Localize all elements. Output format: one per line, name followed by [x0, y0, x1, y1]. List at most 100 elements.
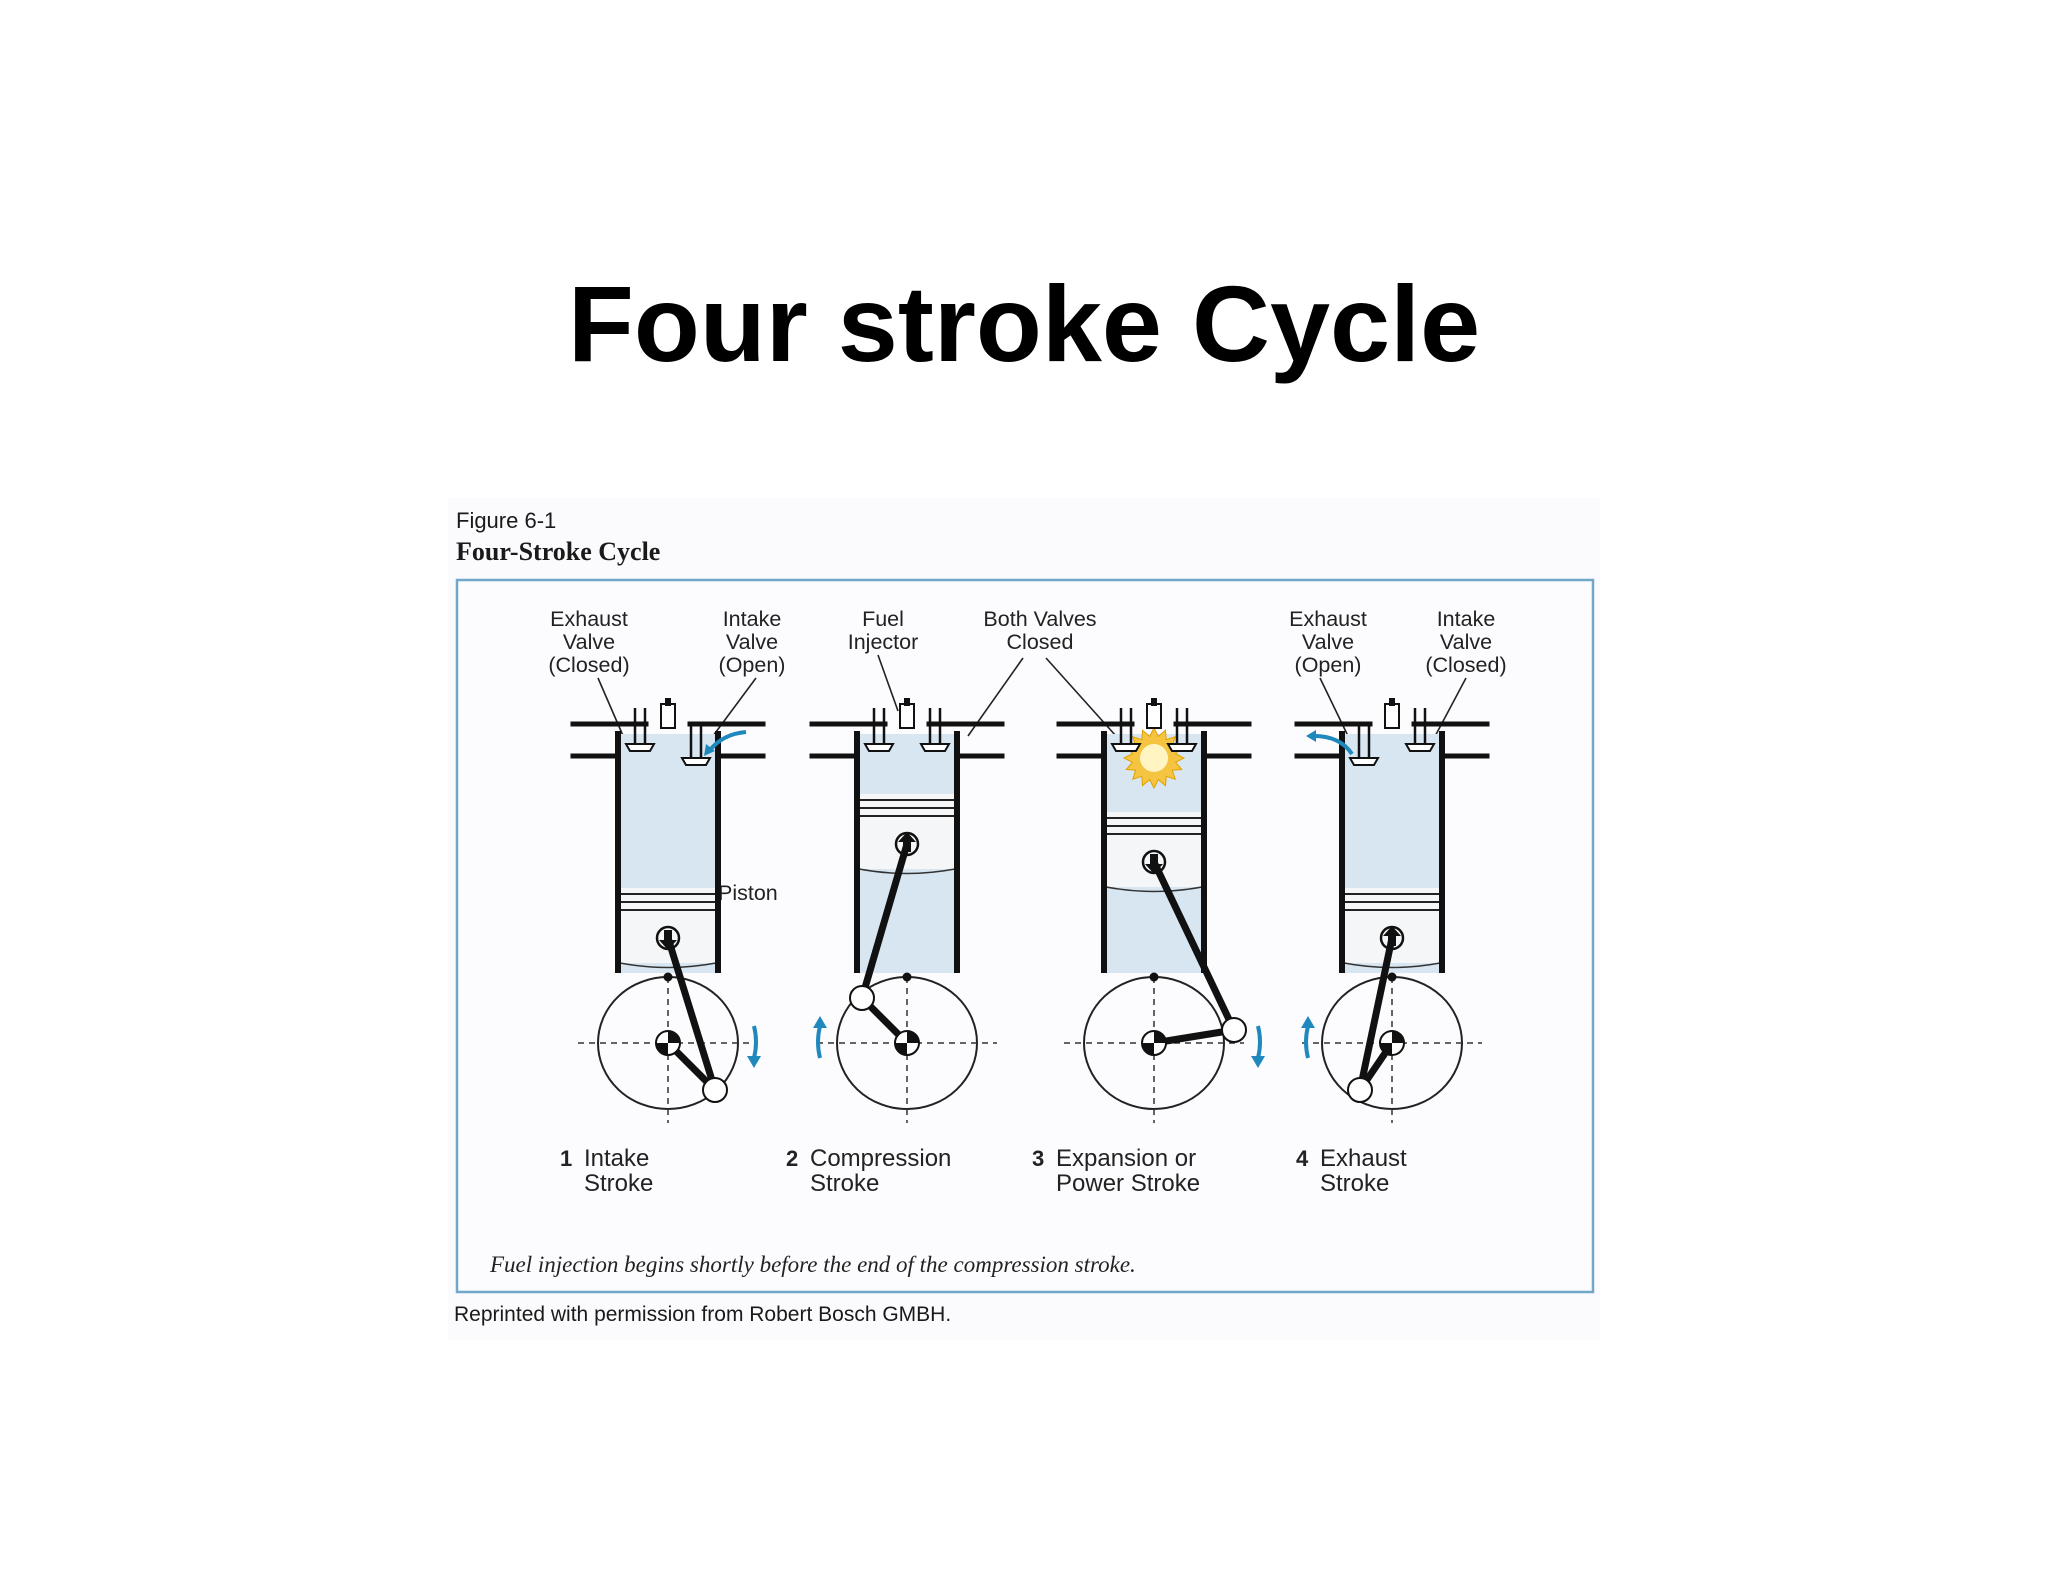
stroke-label-line: Intake — [584, 1145, 649, 1172]
callout-piston: Piston — [718, 881, 778, 905]
crank-pin — [702, 1077, 728, 1103]
stroke-number: 2 — [786, 1146, 798, 1171]
callout-line: Intake — [1437, 607, 1496, 631]
exhaust-flow-arrowhead-icon — [1306, 730, 1316, 742]
engine-2 — [809, 698, 1005, 1123]
intake-valve — [1166, 743, 1198, 752]
callout-fuel-injector: Fuel Injector — [848, 607, 919, 654]
figure-credit: Reprinted with permission from Robert Bo… — [454, 1303, 951, 1326]
intake-flow-arrowhead-icon — [704, 744, 715, 756]
callout-line: Valve — [563, 630, 615, 654]
stroke-label-line: Stroke — [584, 1170, 653, 1197]
hub-quadrant — [656, 1043, 668, 1055]
crank-pin — [1347, 1077, 1373, 1103]
callout-line: Exhaust — [550, 607, 628, 631]
slide-title: Four stroke Cycle — [567, 263, 1481, 384]
exhaust-valve — [1110, 743, 1142, 752]
crank-pin — [849, 985, 875, 1011]
piston-skirt — [858, 868, 956, 875]
intake-flow-arrow-icon — [708, 730, 747, 752]
piston-skirt — [619, 962, 717, 969]
callout-intake-valve-closed: Intake Valve (Closed) — [1425, 607, 1506, 677]
rotation-arrow-up-icon — [1304, 1025, 1310, 1059]
figure-caption: Fuel injection begins shortly before the… — [489, 1252, 1136, 1277]
crank-pin — [1221, 1017, 1247, 1043]
rotation-arrow-down-icon — [1256, 1025, 1262, 1059]
crankshaft-hub — [1379, 1030, 1405, 1056]
callout-line: Injector — [848, 630, 919, 654]
callout-line: Intake — [723, 607, 782, 631]
callout-line: Valve — [1302, 630, 1354, 654]
fuel-injector — [899, 703, 915, 729]
stroke-label-line: Compression — [810, 1145, 951, 1172]
rotation-arrowhead-icon — [747, 1056, 761, 1068]
stroke-number: 3 — [1032, 1146, 1044, 1171]
engine-4 — [1294, 698, 1490, 1123]
callout-line: Valve — [1440, 630, 1492, 654]
callout-exhaust-valve-closed: Exhaust Valve (Closed) — [548, 607, 629, 677]
stroke-label-line: Stroke — [1320, 1170, 1389, 1197]
injector-tip — [904, 698, 910, 706]
tdc-marker — [663, 972, 673, 982]
engine-cylinders — [570, 698, 1490, 1123]
callout-line: Fuel — [862, 607, 904, 631]
injector-tip — [1151, 698, 1157, 706]
tdc-marker — [1387, 972, 1397, 982]
stroke-number: 1 — [560, 1146, 572, 1171]
crankshaft-hub — [655, 1030, 681, 1056]
connecting-rod — [1150, 858, 1238, 1034]
callout-line: Valve — [726, 630, 778, 654]
stroke-label-line: Power Stroke — [1056, 1170, 1200, 1197]
connecting-rod — [1356, 934, 1396, 1094]
crankshaft-hub — [894, 1030, 920, 1056]
exhaust-valve — [863, 743, 895, 752]
stroke-number: 4 — [1296, 1146, 1309, 1171]
stroke-label-line: Stroke — [810, 1170, 879, 1197]
callout-both-valves-closed: Both Valves Closed — [983, 607, 1096, 654]
piston-skirt — [1343, 962, 1441, 969]
stroke-label-4: 4 Exhaust Stroke — [1296, 1145, 1407, 1197]
callout-exhaust-valve-open: Exhaust Valve (Open) — [1289, 607, 1367, 677]
rotation-arrow-up-icon — [816, 1025, 822, 1059]
callout-line: (Closed) — [1425, 653, 1506, 677]
callout-line: Exhaust — [1289, 607, 1367, 631]
callout-line: (Open) — [719, 653, 786, 677]
hub-quadrant — [1392, 1031, 1404, 1043]
piston-skirt — [1105, 886, 1203, 893]
tdc-marker — [902, 972, 912, 982]
combustion-core — [1140, 744, 1168, 772]
fuel-injector — [660, 703, 676, 729]
callout-line: (Closed) — [548, 653, 629, 677]
rotation-arrowhead-icon — [1301, 1016, 1315, 1028]
hub-quadrant — [1154, 1031, 1166, 1043]
engine-figure: Figure 6-1 Four-Stroke Cycle Exhaust Val… — [448, 498, 1600, 1340]
piston — [1106, 812, 1202, 887]
callout-line: (Open) — [1295, 653, 1362, 677]
stroke-label-3: 3 Expansion or Power Stroke — [1032, 1145, 1200, 1197]
engine-3 — [1056, 698, 1265, 1123]
hub-quadrant — [907, 1031, 919, 1043]
connecting-rod — [664, 934, 719, 1094]
figure-number: Figure 6-1 — [456, 508, 556, 533]
stroke-label-line: Exhaust — [1320, 1145, 1407, 1172]
crankshaft-hub — [1141, 1030, 1167, 1056]
exhaust-valve — [624, 743, 656, 752]
callout-intake-valve-open: Intake Valve (Open) — [719, 607, 786, 677]
injector-tip — [1389, 698, 1395, 706]
intake-valve — [919, 743, 951, 752]
rotation-arrowhead-icon — [813, 1016, 827, 1028]
crank-arm — [1150, 1026, 1238, 1047]
intake-valve — [680, 757, 712, 766]
figure-title: Four-Stroke Cycle — [456, 537, 660, 566]
stroke-label-line: Expansion or — [1056, 1145, 1196, 1172]
tdc-marker — [1149, 972, 1159, 982]
piston — [859, 794, 955, 869]
stroke-label-1: 1 Intake Stroke — [560, 1145, 653, 1197]
piston — [620, 888, 716, 963]
hub-quadrant — [668, 1031, 680, 1043]
rotation-arrowhead-icon — [1251, 1056, 1265, 1068]
hub-quadrant — [895, 1043, 907, 1055]
callout-line: Both Valves — [983, 607, 1096, 631]
engine-1 — [570, 698, 766, 1123]
intake-valve — [1404, 743, 1436, 752]
